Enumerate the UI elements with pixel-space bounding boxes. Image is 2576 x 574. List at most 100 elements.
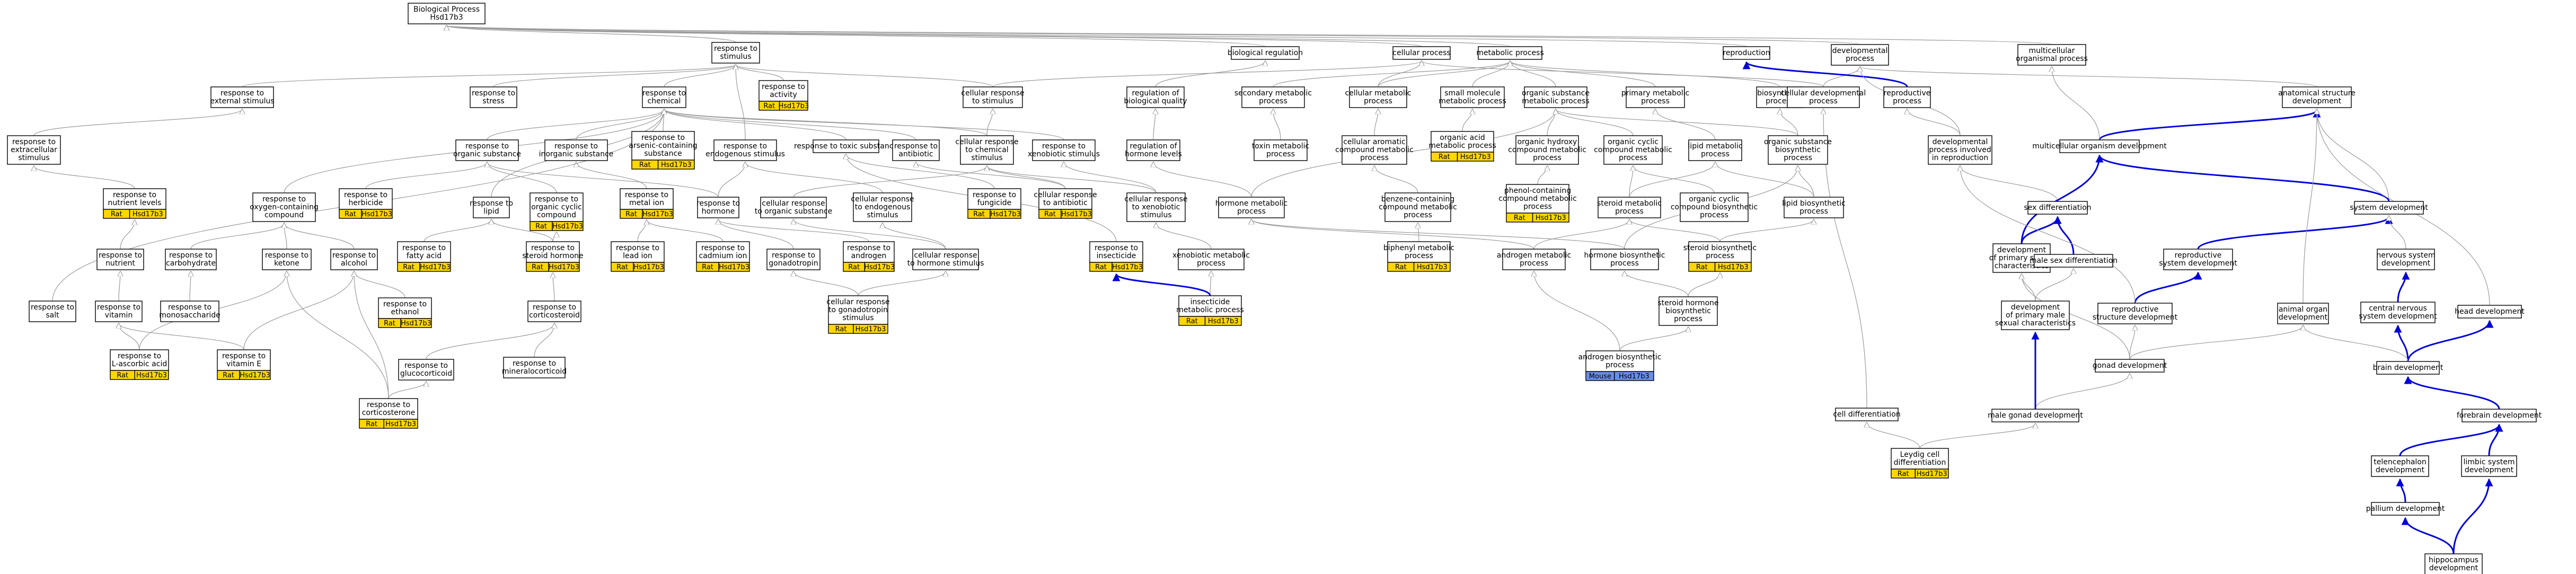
go-term-node-gonaddev[interactable]: gonad development <box>2093 359 2167 373</box>
go-term-node-braindev[interactable]: brain development <box>2373 361 2443 375</box>
go-term-node-malegonad[interactable]: male gonad development <box>1988 409 2083 422</box>
go-term-node-rtoxic[interactable]: response to toxic substance <box>794 139 898 153</box>
go-term-node-headdev[interactable]: head development <box>2455 305 2525 319</box>
go-term-node-mcdev[interactable]: multicellular organism development <box>2032 139 2167 153</box>
go-term-node-malesexdiff[interactable]: male sex differentiation <box>2030 254 2118 268</box>
go-term-node-repro[interactable]: reproduction <box>1723 46 1770 60</box>
go-term-node-celldiff[interactable]: cell differentiation <box>1833 408 1901 421</box>
go-term-node-cellproc[interactable]: cellular process <box>1392 46 1451 60</box>
go-term-node-rarsenic[interactable]: response toarsenic-containingsubstanceRa… <box>629 131 698 170</box>
go-term-node-sexdiff[interactable]: sex differentiation <box>2024 201 2092 215</box>
go-term-node-sysdev[interactable]: system development <box>2350 201 2428 215</box>
go-term-node-pallium[interactable]: pallium development <box>2366 502 2445 516</box>
go-term-node-forebrain[interactable]: forebrain development <box>2457 409 2542 422</box>
